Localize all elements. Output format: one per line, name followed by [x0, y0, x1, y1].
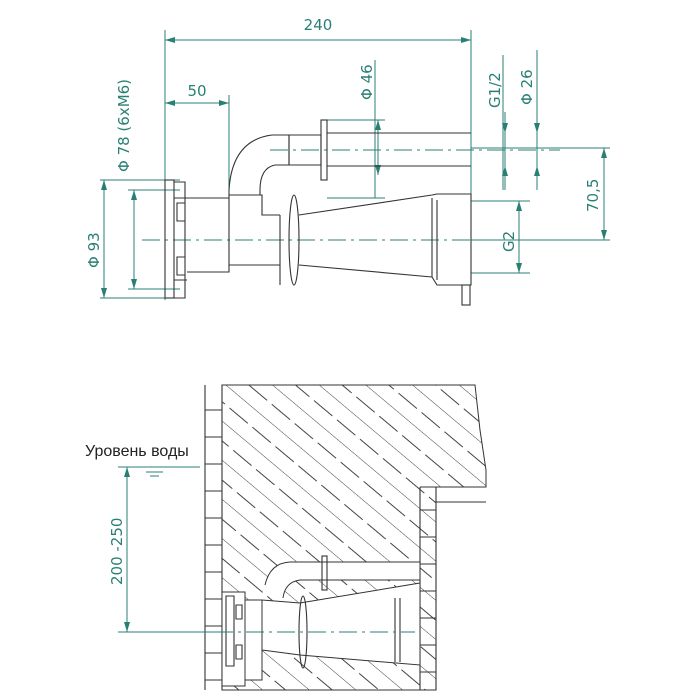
label-g12: G1/2	[486, 72, 504, 108]
label-phi46: Φ 46	[358, 64, 376, 100]
label-70-5: 70,5	[584, 179, 602, 212]
label-phi78: Φ 78 (6xM6)	[115, 79, 133, 172]
section-view: Уровень воды 200 -250	[85, 384, 487, 691]
label-phi26: Φ 26	[518, 69, 536, 105]
water-level-label: Уровень воды	[85, 443, 189, 460]
label-g2: G2	[500, 231, 518, 252]
label-depth: 200 -250	[108, 518, 126, 585]
top-view: 240 50 Φ 46 G1/2 Φ 26 Φ 78 (6xM6) Φ 93 G…	[85, 16, 610, 306]
label-50: 50	[187, 82, 206, 100]
label-240: 240	[304, 16, 333, 34]
label-phi93: Φ 93	[85, 232, 103, 268]
